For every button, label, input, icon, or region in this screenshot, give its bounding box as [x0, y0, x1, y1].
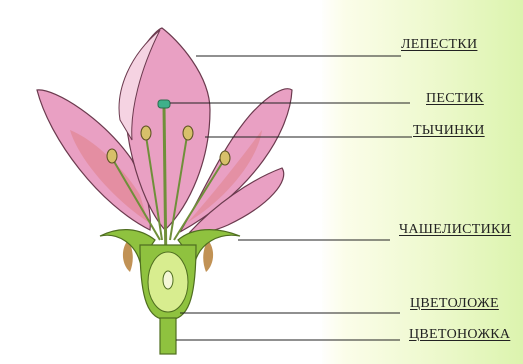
stamen-anther: [220, 151, 230, 165]
ovule: [163, 271, 173, 289]
stamen-anther: [183, 126, 193, 140]
stamen-anther: [107, 149, 117, 163]
pedicel: [160, 318, 176, 354]
stamen-anther: [141, 126, 151, 140]
pistil-stigma: [158, 100, 170, 108]
